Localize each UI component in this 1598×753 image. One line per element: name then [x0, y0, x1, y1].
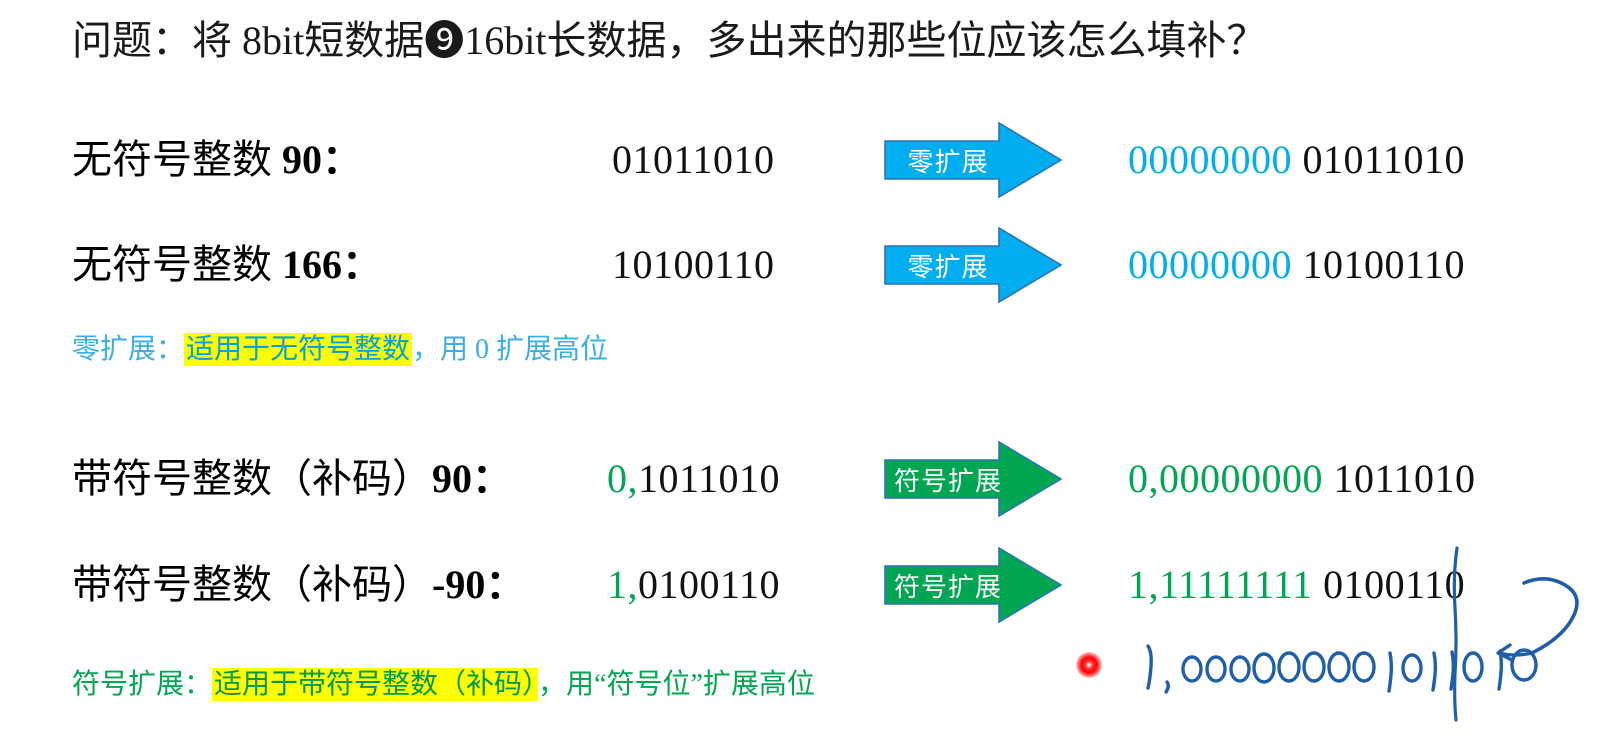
arrow-shape-icon: [884, 547, 1062, 623]
result-original-bits: 10100110: [1302, 242, 1466, 287]
result-spacer: [1292, 137, 1303, 182]
row-label-text: 无符号整数: [72, 137, 282, 182]
row-label-text: 带符号整数（补码）: [72, 456, 432, 501]
note-sign-tail: ，用“符号位”扩展高位: [538, 669, 815, 700]
source-bits-signed-90: 0,1011010: [607, 443, 780, 515]
note-sign-highlight: 适用于带符号整数（补码）: [212, 668, 539, 701]
row-label-number: -90：: [432, 562, 526, 607]
result-bits-unsigned-166: 00000000 10100110: [1128, 229, 1465, 301]
row-label-number: 90：: [282, 137, 362, 182]
arrow-shape-icon: [884, 441, 1062, 517]
row-label-number: 166：: [282, 242, 382, 287]
laser-pointer-dot: [1076, 652, 1102, 678]
row-unsigned-90: 无符号整数 90： 01011010 零扩展 00000000 01011010: [0, 122, 1598, 198]
row-label-unsigned-166: 无符号整数 166：: [72, 229, 382, 301]
row-unsigned-166: 无符号整数 166： 10100110 零扩展 00000000 1010011…: [0, 227, 1598, 303]
result-original-bits: 0100110: [1323, 562, 1466, 607]
row-label-unsigned-90: 无符号整数 90：: [72, 124, 362, 196]
result-extension-bits: 00000000: [1128, 137, 1292, 182]
source-bits-value: 10100110: [612, 242, 775, 287]
note-zero-highlight: 适用于无符号整数: [184, 333, 413, 366]
source-sign-bit: 1,: [607, 562, 638, 607]
arrow-shape-icon: [884, 227, 1062, 303]
note-zero-extension: 零扩展：适用于无符号整数，用 0 扩展高位: [72, 330, 608, 370]
arrow-sign-extend-1: 符号扩展: [884, 441, 1062, 517]
note-sign-lead: 符号扩展：: [72, 669, 213, 700]
row-label-number: 90：: [432, 456, 512, 501]
note-sign-extension: 符号扩展：适用于带符号整数（补码），用“符号位”扩展高位: [72, 665, 815, 705]
result-extension-bits: 0,00000000: [1128, 456, 1323, 501]
source-bits-unsigned-166: 10100110: [612, 229, 775, 301]
source-bits-unsigned-90: 01011010: [612, 124, 775, 196]
arrow-shape-icon: [884, 122, 1062, 198]
result-bits-signed-minus-90: 1,11111111 0100110: [1128, 549, 1465, 621]
result-bits-signed-90: 0,00000000 1011010: [1128, 443, 1476, 515]
arrow-zero-extend-2: 零扩展: [884, 227, 1062, 303]
arrow-sign-extend-2: 符号扩展: [884, 547, 1062, 623]
page-title: 问题：将 8bit短数据➒16bit长数据，多出来的那些位应该怎么填补？: [72, 18, 1267, 63]
result-original-bits: 01011010: [1302, 137, 1466, 182]
source-bits-value: 01011010: [612, 137, 775, 182]
row-label-text: 无符号整数: [72, 242, 282, 287]
source-bits-value: 1011010: [638, 456, 781, 501]
result-original-bits: 1011010: [1333, 456, 1476, 501]
result-spacer: [1323, 456, 1334, 501]
source-bits-value: 0100110: [638, 562, 781, 607]
row-label-signed-minus-90: 带符号整数（补码）-90：: [72, 549, 525, 621]
row-signed-minus-90: 带符号整数（补码）-90： 1,0100110 符号扩展 1,11111111 …: [0, 547, 1598, 623]
result-spacer: [1292, 242, 1303, 287]
result-bits-unsigned-90: 00000000 01011010: [1128, 124, 1465, 196]
row-signed-90: 带符号整数（补码）90： 0,1011010 符号扩展 0,00000000 1…: [0, 441, 1598, 517]
row-label-signed-90: 带符号整数（补码）90：: [72, 443, 512, 515]
source-bits-signed-minus-90: 1,0100110: [607, 549, 780, 621]
result-extension-bits: 00000000: [1128, 242, 1292, 287]
row-label-text: 带符号整数（补码）: [72, 562, 432, 607]
note-zero-lead: 零扩展：: [72, 334, 185, 365]
result-spacer: [1313, 562, 1324, 607]
note-zero-tail: ，用 0 扩展高位: [412, 334, 609, 365]
result-extension-bits: 1,11111111: [1128, 562, 1313, 607]
source-sign-bit: 0,: [607, 456, 638, 501]
arrow-zero-extend-1: 零扩展: [884, 122, 1062, 198]
